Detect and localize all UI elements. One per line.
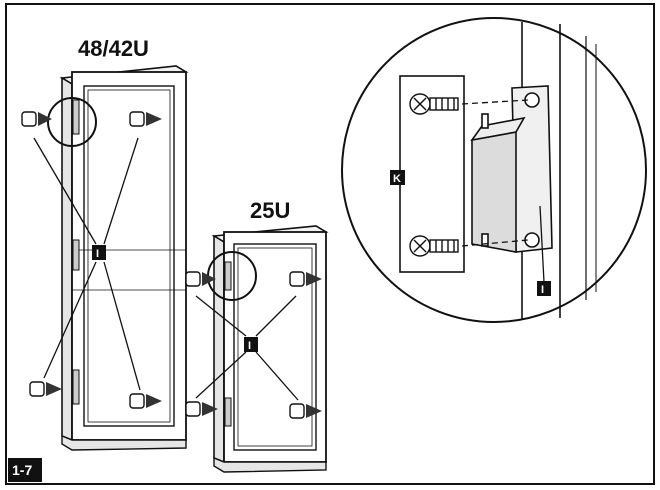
- large-rack-label: 48/42U: [78, 36, 149, 61]
- svg-text:I: I: [541, 284, 544, 296]
- rack-25u: [211, 225, 329, 473]
- screw-icon: [289, 403, 322, 419]
- screw-icon: [185, 401, 218, 417]
- small-rack-label: 25U: [250, 198, 290, 223]
- svg-text:1-7: 1-7: [12, 462, 32, 478]
- screw-icon: [21, 111, 52, 127]
- screw-icon: [185, 271, 216, 287]
- screw-icon: [129, 111, 162, 127]
- screw-icon: [409, 93, 459, 115]
- screw-icon: [129, 393, 162, 409]
- detail-marker-circle: [47, 97, 97, 147]
- callout-tag-k: K: [390, 170, 405, 185]
- callout-tag-i: I: [92, 245, 106, 260]
- screw-icon: [29, 381, 62, 397]
- rack-48-42u: [59, 65, 189, 451]
- detail-magnified-view: K I: [341, 17, 647, 323]
- svg-text:I: I: [96, 248, 99, 260]
- leader-lines-large: [33, 137, 141, 391]
- leader-lines-small: [195, 295, 299, 401]
- step-label: 1-7: [8, 458, 42, 482]
- svg-text:I: I: [248, 340, 251, 352]
- svg-text:K: K: [393, 173, 401, 185]
- callout-tag-i-detail: I: [537, 281, 551, 296]
- screw-icon: [409, 235, 459, 257]
- screw-icon: [289, 271, 322, 287]
- callout-tag-i-small: I: [244, 337, 258, 352]
- hinge-bracket-icon: [470, 85, 553, 253]
